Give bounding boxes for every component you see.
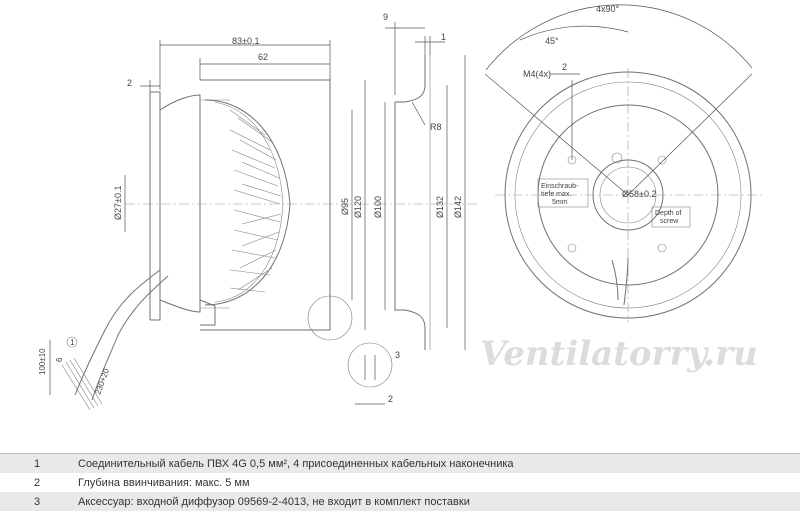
dim-45: 45° (545, 36, 559, 46)
dim-2-bottom: 2 (388, 394, 393, 404)
dim-120: Ø120 (353, 196, 363, 218)
dim-cable-6: 6 (55, 357, 64, 362)
label-screw: screw (660, 218, 679, 225)
note-number: 1 (34, 457, 41, 470)
callout-1: 1 (70, 338, 75, 347)
dim-2-left: 2 (127, 78, 132, 88)
dim-100: Ø100 (373, 196, 383, 218)
note-text: Соединительный кабель ПВХ 4G 0,5 мм², 4 … (78, 457, 514, 470)
dim-4x90: 4x90° (596, 4, 620, 14)
dim-2-m4: 2 (562, 62, 567, 72)
technical-drawing: 83±0.1 62 2 9 1 R8 Ø27±0.1 Ø95 Ø120 Ø100… (38, 4, 762, 411)
dim-132: Ø132 (435, 196, 445, 218)
note-row: 3 Аксессуар: входной диффузор 09569-2-40… (0, 492, 800, 511)
dim-58: Ø58±0.2 (622, 189, 656, 199)
note-number: 3 (34, 495, 41, 508)
watermark: Ventilatorry.ru (480, 334, 758, 374)
dim-r8: R8 (430, 122, 442, 132)
dim-1: 1 (441, 32, 446, 42)
note-row: 2 Глубина ввинчивания: макс. 5 мм (0, 473, 800, 492)
front-view: 4x90° 45° M4(4x) 2 Ø58±0.2 Einschraub- t… (484, 4, 762, 322)
dim-9: 9 (383, 12, 388, 22)
side-view: 83±0.1 62 2 9 1 R8 Ø27±0.1 Ø95 Ø120 Ø100… (38, 12, 480, 411)
label-tiefe: tiefe max. (541, 191, 571, 198)
dim-142: Ø142 (453, 196, 463, 218)
dim-cable-100: 100±10 (38, 348, 47, 375)
dim-83: 83±0.1 (232, 36, 259, 46)
dim-m4: M4(4x) (523, 69, 551, 79)
callout-3: 3 (395, 350, 400, 360)
notes-table: 1 Соединительный кабель ПВХ 4G 0,5 мм², … (0, 453, 800, 513)
label-depth-of: Depth of (655, 210, 682, 217)
dim-27: Ø27±0.1 (113, 186, 123, 220)
note-text: Аксессуар: входной диффузор 09569-2-4013… (78, 495, 470, 508)
label-einschraub: Einschraub- (541, 183, 579, 190)
note-number: 2 (34, 476, 41, 489)
note-row: 1 Соединительный кабель ПВХ 4G 0,5 мм², … (0, 454, 800, 473)
dim-cable-230: 230+20 (93, 367, 111, 396)
dim-62: 62 (258, 52, 268, 62)
note-text: Глубина ввинчивания: макс. 5 мм (78, 476, 250, 489)
dim-95: Ø95 (340, 198, 350, 215)
label-5mm: 5mm (552, 199, 568, 206)
